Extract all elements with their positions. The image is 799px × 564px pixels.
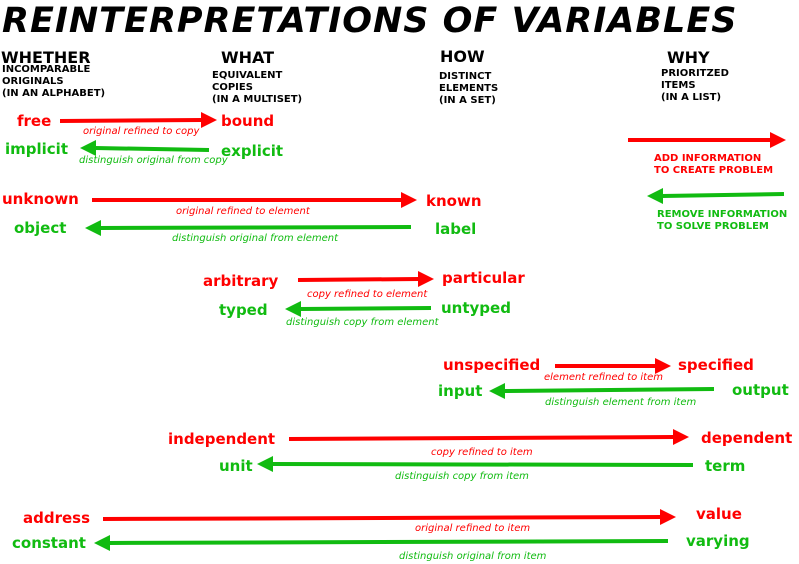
term-input: input: [438, 382, 483, 400]
legend-remove-note: REMOVE INFORMATION TO SOLVE PROBLEM: [657, 209, 787, 233]
column-sub-line: (IN A LIST): [661, 92, 722, 103]
arrowhead: [660, 509, 676, 525]
caption-distinguish: distinguish copy from element: [286, 317, 439, 328]
term-independent: independent: [168, 430, 276, 448]
arrowhead: [80, 140, 96, 156]
term-typed: typed: [219, 301, 268, 319]
term-output: output: [732, 381, 789, 399]
refine-arrow: [59, 118, 203, 123]
term-specified: specified: [678, 356, 754, 374]
arrowhead: [94, 535, 110, 551]
distinguish-arrow: [99, 225, 412, 230]
term-free: free: [17, 112, 52, 130]
refine-arrow: [297, 277, 420, 282]
column-sub-why: PRIORITZED ITEMS (IN A LIST): [661, 68, 729, 104]
arrowhead: [418, 271, 434, 287]
caption-refine: original refined to item: [415, 523, 531, 534]
column-sub-how: DISTINCT ELEMENTS (IN A SET): [439, 71, 498, 107]
term-implicit: implicit: [5, 140, 68, 158]
distinguish-arrow: [299, 306, 432, 311]
column-sub-line: (IN AN ALPHABET): [2, 88, 106, 99]
caption-distinguish: distinguish original from element: [172, 233, 339, 244]
term-object: object: [14, 219, 67, 237]
term-known: known: [426, 192, 482, 210]
legend-add-note: ADD INFORMATION TO CREATE PROBLEM: [654, 153, 773, 177]
legend-line: ADD INFORMATION: [654, 153, 762, 164]
term-explicit: explicit: [221, 142, 284, 160]
caption-distinguish: distinguish original from item: [399, 551, 547, 562]
legend-line: REMOVE INFORMATION: [657, 209, 788, 220]
term-varying: varying: [686, 532, 750, 550]
column-sub-line: ORIGINALS: [2, 76, 64, 87]
arrowhead: [770, 132, 786, 148]
distinguish-arrow: [271, 462, 694, 467]
distinguish-arrow: [94, 146, 210, 152]
column-sub-line: PRIORITZED: [661, 68, 729, 79]
column-head-why: WHY: [667, 48, 710, 67]
caption-distinguish: distinguish original from copy: [79, 155, 228, 166]
caption-refine: original refined to copy: [83, 126, 200, 137]
term-unspecified: unspecified: [443, 356, 541, 374]
caption-distinguish: distinguish copy from item: [395, 471, 529, 482]
column-sub-line: DISTINCT: [439, 71, 492, 82]
refine-arrow: [102, 515, 662, 521]
column-head-how: HOW: [440, 47, 485, 66]
arrowhead: [285, 301, 301, 317]
column-sub-line: (IN A MULTISET): [212, 94, 303, 105]
arrowhead: [673, 429, 689, 445]
term-address: address: [23, 509, 91, 527]
term-dependent: dependent: [701, 429, 793, 447]
legend-remove-arrow: [661, 192, 785, 198]
column-head-whether: WHETHER: [1, 48, 91, 67]
arrowhead: [489, 383, 505, 399]
column-sub-line: (IN A SET): [439, 95, 496, 106]
distinguish-arrow: [108, 539, 669, 545]
caption-distinguish: distinguish element from item: [545, 397, 697, 408]
page-title: REINTERPRETATIONS OF VARIABLES: [2, 1, 738, 41]
term-untyped: untyped: [441, 299, 511, 317]
arrowhead: [401, 192, 417, 208]
column-sub-whether: INCOMPARABLE ORIGINALS (IN AN ALPHABET): [2, 64, 105, 100]
term-particular: particular: [442, 269, 525, 287]
refine-arrow: [288, 435, 675, 441]
arrowhead: [85, 220, 101, 236]
column-sub-line: ELEMENTS: [439, 83, 499, 94]
column-sub-line: ITEMS: [661, 80, 696, 91]
caption-refine: element refined to item: [544, 372, 663, 383]
arrowhead: [201, 112, 217, 128]
term-term: term: [705, 457, 746, 475]
legend-line: TO CREATE PROBLEM: [654, 165, 774, 176]
caption-refine: copy refined to item: [431, 447, 533, 458]
column-sub-line: INCOMPARABLE: [2, 64, 91, 75]
term-unknown: unknown: [2, 190, 79, 208]
arrowhead: [655, 358, 671, 374]
term-bound: bound: [221, 112, 275, 130]
caption-refine: original refined to element: [176, 206, 310, 217]
term-unit: unit: [219, 457, 253, 475]
distinguish-arrow: [503, 387, 715, 393]
term-constant: constant: [12, 534, 86, 552]
column-sub-line: EQUIVALENT: [212, 70, 283, 81]
term-value: value: [696, 505, 742, 523]
column-sub-line: COPIES: [212, 82, 253, 93]
column-head-what: WHAT: [221, 48, 275, 67]
arrowhead: [257, 456, 273, 472]
caption-refine: copy refined to element: [307, 289, 428, 300]
term-arbitrary: arbitrary: [203, 272, 279, 290]
arrowhead: [647, 188, 663, 204]
legend-line: TO SOLVE PROBLEM: [657, 221, 769, 232]
term-label: label: [435, 220, 477, 238]
column-sub-what: EQUIVALENT COPIES (IN A MULTISET): [212, 70, 302, 106]
